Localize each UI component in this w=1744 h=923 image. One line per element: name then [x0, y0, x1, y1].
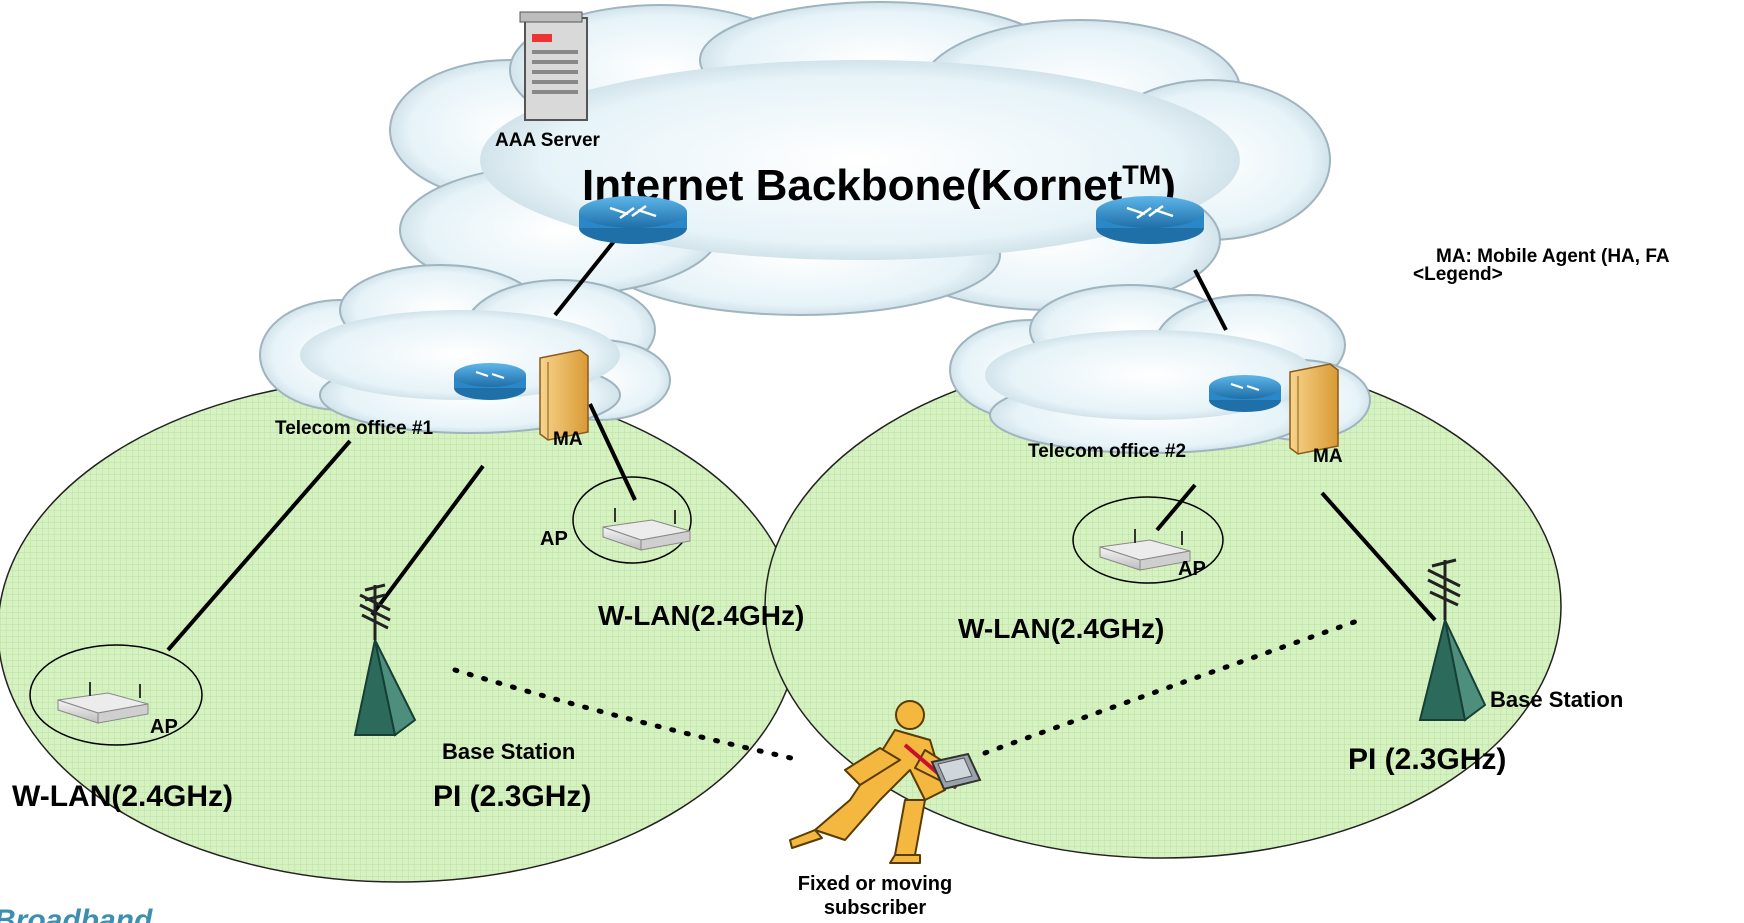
- office-1-agent-label: MA: [553, 429, 583, 450]
- mobile-agent-server-icon: [1289, 363, 1339, 455]
- mobile-agent-server-icon: [539, 349, 589, 441]
- office-2-agent-label: MA: [1313, 446, 1343, 467]
- office-2-label: Telecom office #2: [1028, 441, 1186, 462]
- access-point-icon: [57, 682, 149, 724]
- ap-label: AP: [1178, 558, 1206, 580]
- pi-label: PI (2.3GHz): [433, 780, 591, 813]
- ap-coverage-ring: [29, 644, 203, 746]
- subscriber-label-line-2: subscriber: [824, 897, 926, 919]
- wlan-label: W-LAN(2.4GHz): [958, 613, 1164, 644]
- base-station-icon: [353, 583, 417, 737]
- ap-coverage-ring: [1072, 496, 1224, 584]
- office-cloud-1: [259, 264, 671, 434]
- legend-line-2: <Legend>: [1413, 264, 1503, 285]
- base-station-label: Base Station: [442, 739, 575, 764]
- radio-links: [452, 617, 1363, 763]
- aaa-server-label: AAA Server: [495, 130, 601, 151]
- backbone-cloud: [389, 1, 1331, 316]
- wlan-label: W-LAN(2.4GHz): [12, 780, 233, 813]
- aaa-server-icon: [519, 11, 588, 121]
- router-icon: [1209, 375, 1281, 412]
- ap-coverage-ring: [572, 476, 692, 564]
- ap-label: AP: [150, 716, 178, 738]
- office-1-label: Telecom office #1: [275, 418, 433, 439]
- footer-logo: Broadband: [0, 904, 153, 923]
- handheld-device-icon: [930, 752, 982, 791]
- subscriber-tie: [903, 743, 942, 777]
- router-icon: [454, 363, 526, 400]
- base-station-label: Base Station: [1490, 687, 1623, 712]
- wlan-label: W-LAN(2.4GHz): [598, 600, 804, 631]
- pi-label: PI (2.3GHz): [1348, 743, 1506, 776]
- ap-label: AP: [540, 528, 568, 550]
- router-icon: [1096, 196, 1204, 244]
- access-point-icon: [602, 508, 691, 551]
- base-station-icon: [1418, 558, 1487, 722]
- subscriber-label-line-1: Fixed or moving: [798, 873, 952, 895]
- access-point-icon: [1099, 529, 1191, 571]
- legend-line-1: MA: Mobile Agent (HA, FA: [1436, 246, 1670, 267]
- router-icon: [579, 196, 687, 244]
